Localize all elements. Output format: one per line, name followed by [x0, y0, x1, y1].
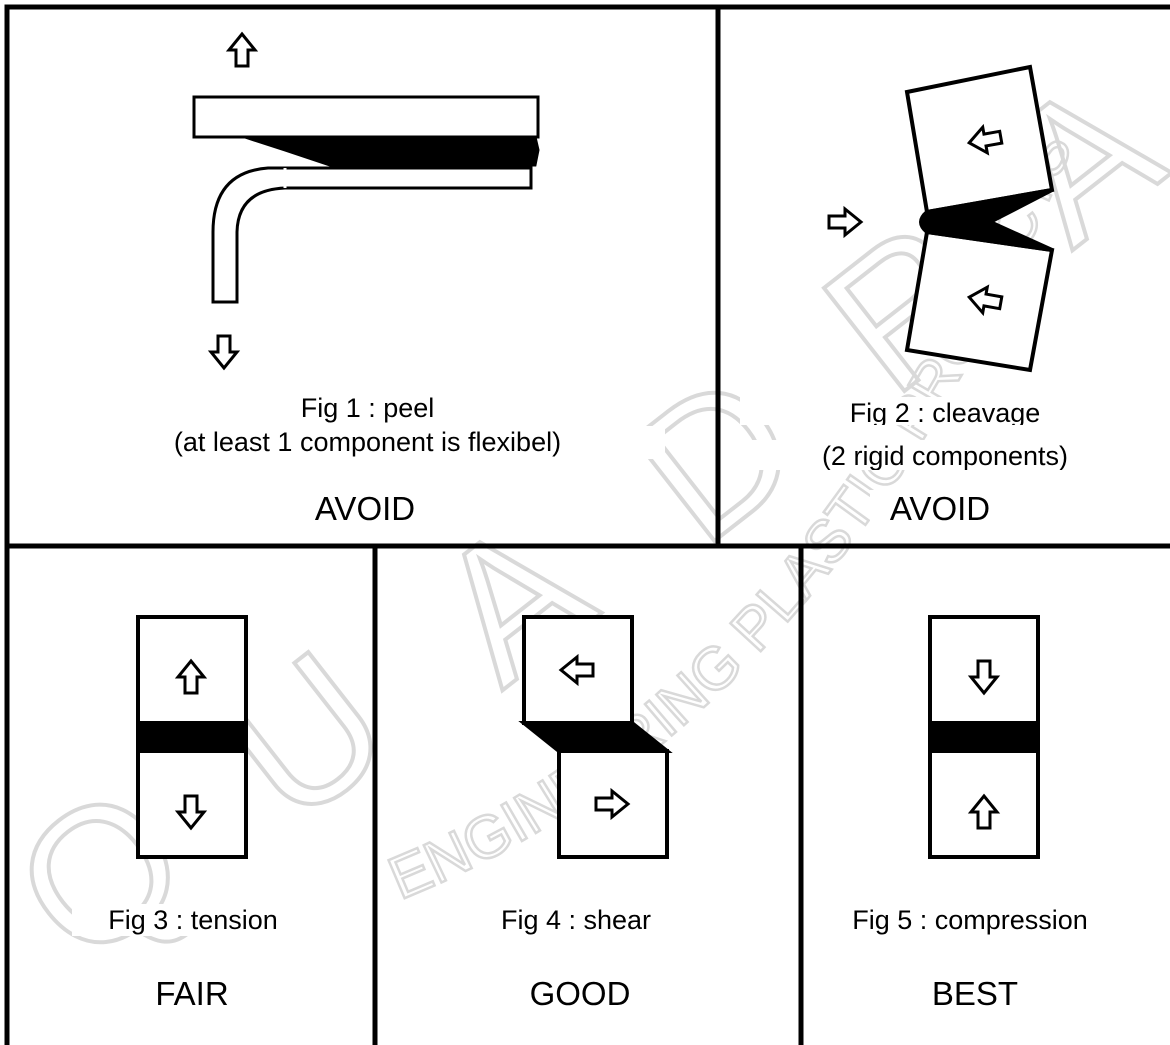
- fig2-cleavage-diagram: [827, 64, 1055, 373]
- flexible-component: [283, 166, 533, 190]
- fig3-tension-diagram: [136, 615, 248, 859]
- adhesive-wedge: [919, 188, 1053, 252]
- fig4-rating: GOOD: [520, 975, 640, 1013]
- fig1-caption-subtitle: (at least 1 component is flexibel): [70, 426, 665, 459]
- rigid-top-component: [192, 95, 540, 139]
- fig1-caption-title: Fig 1 : peel: [250, 392, 485, 425]
- fig4-caption-title: Fig 4 : shear: [460, 904, 692, 936]
- adhesive-layer: [518, 721, 673, 753]
- fig3-rating: FAIR: [130, 975, 254, 1013]
- fig2-rating: AVOID: [870, 490, 1010, 528]
- flexible-bend: [211, 166, 287, 304]
- fig3-caption-title: Fig 3 : tension: [72, 904, 314, 936]
- panel-grid: [4, 4, 1170, 1045]
- adhesive-layer: [244, 135, 540, 167]
- fig5-caption-title: Fig 5 : compression: [820, 904, 1120, 936]
- arrow-up-icon: [227, 32, 257, 68]
- adhesive-layer: [928, 721, 1040, 753]
- fig2-caption-title: Fig 2 : cleavage: [740, 397, 1150, 425]
- arrow-down-icon: [209, 334, 239, 370]
- fig5-rating: BEST: [915, 975, 1035, 1013]
- fig1-peel-diagram: [192, 32, 540, 370]
- fig5-compression-diagram: [928, 615, 1040, 859]
- fig1-rating: AVOID: [300, 490, 430, 528]
- fig4-shear-diagram: [518, 615, 673, 859]
- adhesive-layer: [136, 721, 248, 753]
- fig2-caption-subtitle: (2 rigid components): [740, 440, 1150, 470]
